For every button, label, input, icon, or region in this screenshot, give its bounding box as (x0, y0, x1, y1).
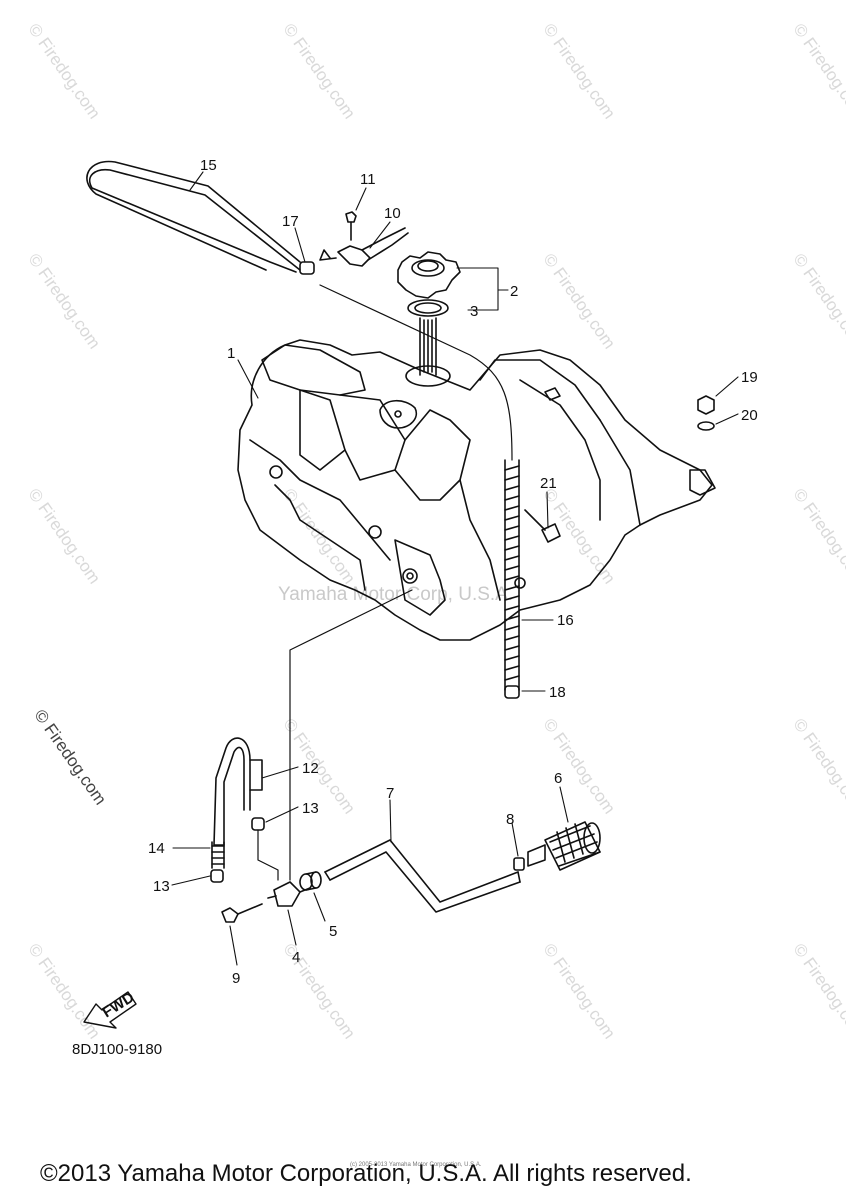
fuel-cock (267, 881, 311, 907)
fuel-hose-7 (324, 839, 521, 913)
clamp-17 (299, 261, 315, 275)
cap-gasket (407, 299, 449, 317)
callout-18: 18 (549, 684, 566, 701)
callout-12: 12 (302, 760, 319, 777)
washer-20 (697, 421, 715, 431)
cap-18 (504, 685, 520, 699)
callout-6: 6 (554, 770, 562, 787)
fuel-cap (397, 251, 461, 299)
fuel-filter (527, 821, 601, 871)
callout-15: 15 (200, 157, 217, 174)
fuel-hose-12 (213, 737, 263, 846)
callout-14: 14 (148, 840, 165, 857)
bolt-11 (345, 211, 357, 241)
callout-2: 2 (510, 283, 518, 300)
callout-9: 9 (232, 970, 240, 987)
callout-4: 4 (292, 949, 300, 966)
callout-11: 11 (360, 171, 376, 188)
clip-8 (513, 857, 525, 871)
part-code: 8DJ100-9180 (72, 1041, 163, 1058)
fwd-arrow-icon (83, 991, 137, 1029)
callout-5: 5 (329, 923, 337, 940)
fuel-tank (237, 339, 716, 641)
callout-21: 21 (540, 475, 557, 492)
bolt-9 (221, 903, 263, 923)
callout-7: 7 (386, 785, 394, 802)
fuel-hose-14 (211, 841, 225, 869)
callout-17: 17 (282, 213, 299, 230)
callout-3: 3 (470, 303, 478, 320)
footer-copyright: ©2013 Yamaha Motor Corporation, U.S.A. A… (40, 1160, 692, 1187)
callout-1: 1 (227, 345, 235, 362)
overflow-hose (319, 284, 520, 691)
vent-fitting (319, 227, 409, 267)
callout-13: 13 (153, 878, 170, 895)
collar-5 (299, 871, 322, 891)
callout-10: 10 (384, 205, 401, 222)
nut-19 (697, 395, 715, 415)
center-watermark: Yamaha Motor Corp, U.S.A. (278, 584, 514, 605)
clamp-13 (210, 869, 224, 883)
clamp-13 (251, 817, 265, 831)
breather-hose (86, 160, 301, 273)
callout-20: 20 (741, 407, 758, 424)
routing-line (289, 589, 413, 881)
callout-16: 16 (557, 612, 574, 629)
footer-small-print: (c) 2005-2013 Yamaha Motor Corporation, … (350, 1162, 482, 1168)
callout-8: 8 (506, 811, 514, 828)
leader-lines (171, 171, 739, 966)
routing-line (257, 829, 279, 881)
callout-13: 13 (302, 800, 319, 817)
filler-neck (405, 317, 451, 387)
callout-19: 19 (741, 369, 758, 386)
